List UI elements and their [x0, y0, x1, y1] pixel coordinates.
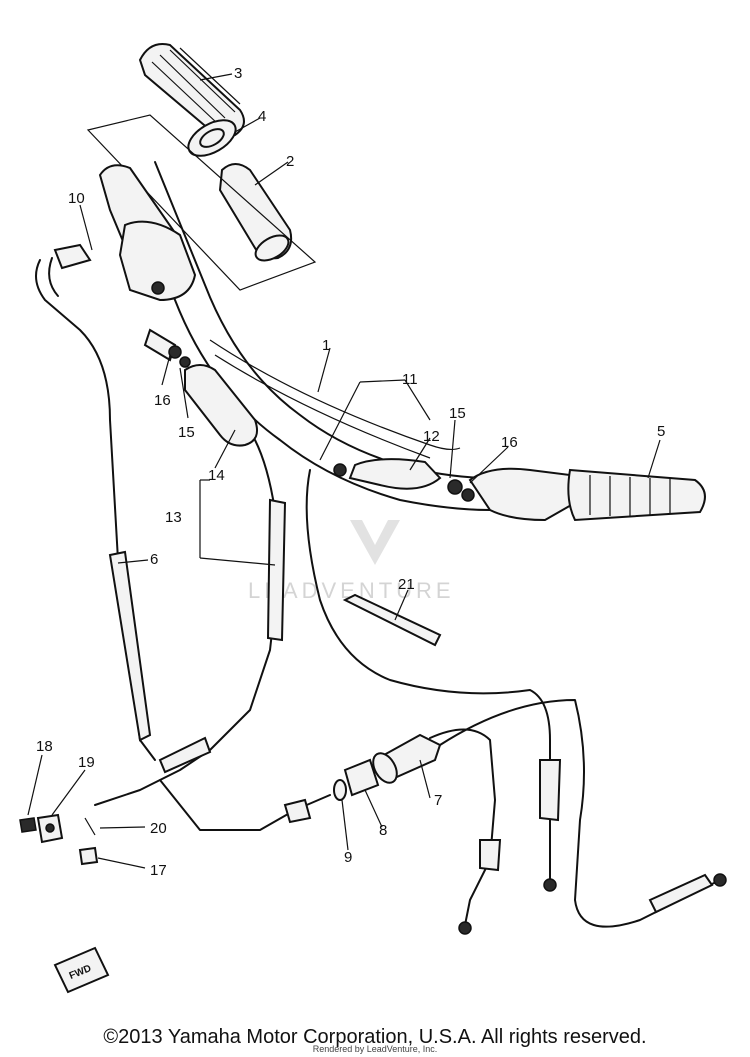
callout-10: 10	[68, 190, 85, 207]
callout-2: 2	[286, 153, 294, 170]
cable-band	[342, 593, 442, 647]
callout-9: 9	[344, 849, 352, 866]
callout-19: 19	[78, 754, 95, 771]
right-cable-assembly	[305, 458, 562, 892]
callout-16-right: 16	[501, 434, 518, 451]
throttle-housing	[98, 164, 197, 362]
throttle-cable	[35, 243, 156, 761]
callouts: 1 2 3 4 5 6 7 8 9 10 11 12 13 14 15 15 1…	[36, 65, 665, 879]
callout-13: 13	[165, 509, 182, 526]
leader-lines	[27, 73, 661, 869]
lever-boot	[168, 345, 258, 447]
callout-8: 8	[379, 822, 387, 839]
choke-cable	[94, 439, 287, 806]
callout-15-right: 15	[449, 405, 466, 422]
small-parts	[19, 813, 99, 866]
callout-16-left: 16	[154, 392, 171, 409]
callout-18: 18	[36, 738, 53, 755]
callout-21: 21	[398, 576, 415, 593]
copyright-notice: ©2013 Yamaha Motor Corporation, U.S.A. A…	[103, 1026, 647, 1048]
callout-5: 5	[657, 423, 665, 440]
callout-3: 3	[234, 65, 242, 82]
fwd-arrow: FWD	[53, 946, 110, 994]
callout-6: 6	[150, 551, 158, 568]
callout-15-left: 15	[178, 424, 195, 441]
callout-11: 11	[402, 371, 418, 388]
callout-14: 14	[208, 467, 225, 484]
handlebar	[119, 161, 491, 511]
rendered-by-note: Rendered by LeadVenture, Inc.	[312, 1044, 438, 1054]
callout-20: 20	[150, 820, 167, 837]
callout-7: 7	[434, 792, 442, 809]
callout-4: 4	[258, 108, 266, 125]
callout-12: 12	[423, 428, 440, 445]
callout-17: 17	[150, 862, 167, 879]
lower-cable	[159, 779, 331, 831]
callout-1: 1	[322, 337, 330, 354]
right-grip-assembly	[447, 467, 706, 522]
cable-junction	[333, 699, 727, 935]
left-grip-assembly	[86, 43, 317, 291]
